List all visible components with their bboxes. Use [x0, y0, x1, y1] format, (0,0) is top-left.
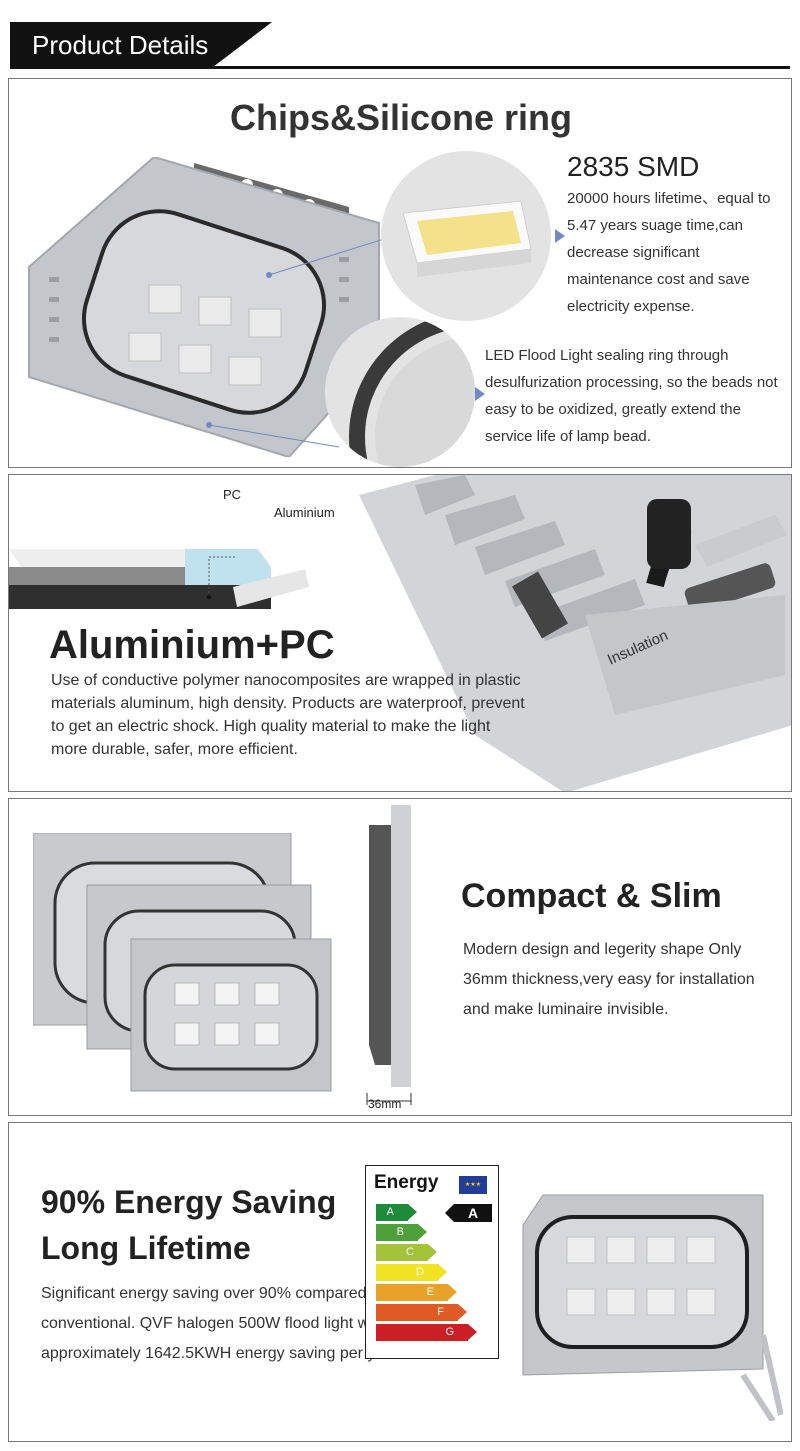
energy-label-heading: Energy [374, 1172, 439, 1193]
energy-class-letter: E [426, 1286, 434, 1298]
energy-class-bar-g: G [376, 1324, 477, 1341]
smd-pointer-arrow [555, 229, 565, 243]
energy-description: Significant energy saving over 90% compa… [41, 1285, 403, 1362]
smd-chip-zoom-image [381, 151, 551, 321]
sealing-ring-zoom-image [325, 317, 475, 467]
header-divider [10, 66, 790, 69]
pc-layer-label: PC [223, 487, 242, 502]
sealing-ring-description: LED Flood Light sealing ring through des… [485, 347, 778, 445]
section-header: Product Details [10, 22, 272, 66]
material-layer-diagram [9, 549, 309, 609]
header-title: Product Details [32, 30, 209, 60]
thickness-dimension-label: 36mm [368, 1097, 402, 1111]
energy-class-letter: A [386, 1206, 394, 1218]
flood-light-stand-image [522, 1194, 783, 1421]
material-section: PC Aluminium Insulation Aluminium+PC Use… [8, 474, 792, 792]
energy-title-line2: Long Lifetime [41, 1230, 251, 1266]
energy-class-bar-b: B [376, 1224, 427, 1241]
energy-class-letter: G [445, 1326, 454, 1338]
side-profile-image [366, 805, 412, 1105]
chips-section: Chips&Silicone ring 2835 SMD 20000 hours… [8, 78, 792, 468]
energy-section: 90% Energy Saving Long Lifetime Signific… [8, 1122, 792, 1442]
slim-description: Modern design and legerity shape Only 36… [463, 941, 755, 1018]
energy-class-bar-c: C [376, 1244, 437, 1261]
chips-title: Chips&Silicone ring [229, 97, 573, 138]
slim-title: Compact & Slim [461, 877, 722, 915]
material-title: Aluminium+PC [49, 623, 335, 667]
energy-class-bar-e: E [376, 1284, 457, 1301]
eu-flag-icon: ★★★ [459, 1176, 487, 1194]
energy-rating-badge: A [445, 1204, 492, 1222]
energy-class-letter: C [406, 1246, 414, 1258]
energy-class-letter: F [437, 1306, 444, 1318]
energy-title: 90% Energy Saving Long Lifetime [41, 1179, 336, 1271]
aluminium-layer-label: Aluminium [274, 505, 335, 520]
insulation-housing-image [359, 475, 791, 791]
energy-class-bar-d: D [376, 1264, 447, 1281]
material-description: Use of conductive polymer nanocomposites… [51, 672, 525, 758]
energy-title-line1: 90% Energy Saving [41, 1184, 337, 1220]
ring-pointer-arrow [475, 387, 485, 401]
energy-class-bar-a: A [376, 1204, 417, 1221]
energy-class-bar-f: F [376, 1304, 467, 1321]
slim-section: 36mm Compact & Slim Modern design and le… [8, 798, 792, 1116]
flood-light-sizes-image [33, 833, 332, 1092]
energy-class-letter: D [416, 1266, 424, 1278]
flood-light-front-image [28, 157, 385, 457]
smd-title: 2835 SMD [567, 151, 700, 182]
energy-class-letter: B [396, 1226, 404, 1238]
smd-description: 20000 hours lifetime、equal to 5.47 years… [567, 190, 771, 315]
